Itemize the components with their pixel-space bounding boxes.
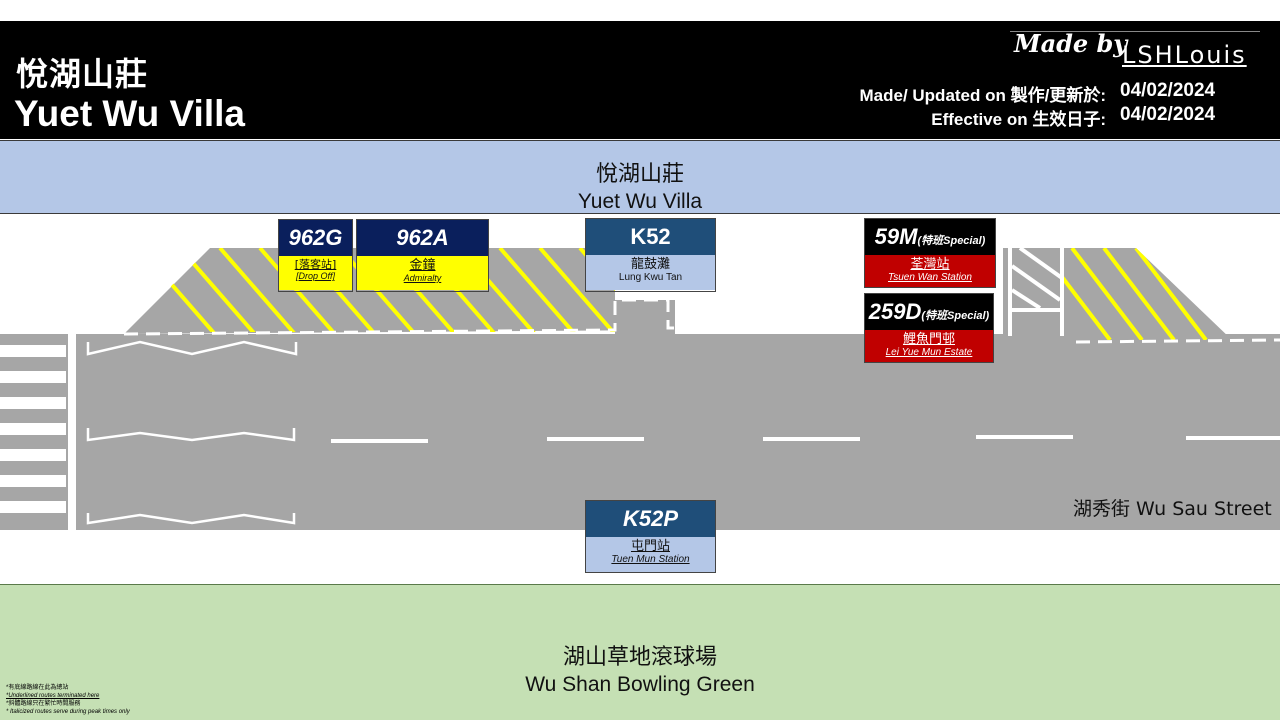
route-sign-k52p[interactable]: K52P 屯門站 Tuen Mun Station <box>585 500 716 573</box>
route-destination: [落客站] [Drop Off] <box>279 256 352 290</box>
route-number: K52 <box>586 219 715 255</box>
dest-en: Lung Kwu Tan <box>618 272 683 283</box>
green-name-en: Wu Shan Bowling Green <box>525 673 755 696</box>
dest-en: Admiralty <box>403 273 442 283</box>
legend-line: *斜體路線只在繁忙時間服務 <box>6 701 81 707</box>
route-sign-259d[interactable]: 259D(特班Special) 鯉魚門邨 Lei Yue Mun Estate <box>864 293 994 363</box>
villa-name-en: Yuet Wu Villa <box>577 190 703 213</box>
dest-en: Tuen Mun Station <box>611 554 690 565</box>
route-number: 59M(特班Special) <box>865 219 995 255</box>
white-box-marking <box>1008 246 1064 336</box>
bowling-green-zone: 湖山草地滾球場 Wu Shan Bowling Green <box>0 584 1280 720</box>
kerb-line <box>123 298 1280 344</box>
dest-zh: 龍鼓灘 <box>630 257 670 272</box>
green-name-zh: 湖山草地滾球場 <box>562 645 717 670</box>
lane-dashes <box>331 435 1280 443</box>
dest-en: [Drop Off] <box>295 271 335 281</box>
route-number: 962G <box>279 220 352 256</box>
legend-line: *Underlined routes terminated here <box>6 693 100 699</box>
route-sign-59m[interactable]: 59M(特班Special) 荃灣站 Tsuen Wan Station <box>864 218 996 288</box>
dest-en: Tsuen Wan Station <box>888 272 972 283</box>
stop-title-zh: 悅湖山莊 <box>16 55 149 93</box>
credit-made-by: Made by <box>1014 29 1128 58</box>
route-number: K52P <box>586 501 715 537</box>
effective-date: 04/02/2024 <box>1120 104 1216 125</box>
dest-zh: 荃灣站 <box>910 257 950 272</box>
dest-zh: [落客站] <box>294 258 337 271</box>
stop-title-en: Yuet Wu Villa <box>14 93 245 134</box>
zigzag-markings <box>86 340 298 525</box>
credit-author: LSHLouis <box>1122 41 1247 69</box>
route-code: 259D <box>868 299 922 324</box>
dest-zh: 鯉魚門邨 <box>902 332 955 347</box>
route-sign-962g[interactable]: 962G [落客站] [Drop Off] <box>278 219 353 292</box>
dest-zh: 屯門站 <box>630 539 670 554</box>
effective-label: Effective on 生效日子: <box>931 110 1106 129</box>
street-label: 湖秀街 Wu Sau Street <box>1073 498 1272 520</box>
dest-zh: 金鐘 <box>409 258 436 273</box>
route-sign-k52[interactable]: K52 龍鼓灘 Lung Kwu Tan <box>585 218 716 292</box>
legend: *有底線路線在此為總站 *Underlined routes terminate… <box>6 684 130 716</box>
legend-line: *有底線路線在此為總站 <box>6 685 69 691</box>
route-code: 59M <box>874 224 918 249</box>
villa-name-zh: 悅湖山莊 <box>595 162 684 187</box>
route-note: (特班Special) <box>921 310 990 322</box>
route-destination: 鯉魚門邨 Lei Yue Mun Estate <box>865 330 993 362</box>
route-sign-962a[interactable]: 962A 金鐘 Admiralty <box>356 219 489 292</box>
dest-en: Lei Yue Mun Estate <box>885 347 973 358</box>
legend-line: * Italicized routes serve during peak ti… <box>6 709 130 715</box>
carriageway <box>0 334 1280 530</box>
updated-label: Made/ Updated on 製作/更新於: <box>859 86 1107 105</box>
header-bar: 悅湖山莊 Yuet Wu Villa Made by LSHLouis Made… <box>0 21 1280 139</box>
route-destination: 屯門站 Tuen Mun Station <box>586 537 715 572</box>
route-number: 962A <box>357 220 488 256</box>
stop-line <box>68 334 76 530</box>
zebra-crossing <box>0 345 66 513</box>
route-destination: 龍鼓灘 Lung Kwu Tan <box>586 255 715 290</box>
credit-divider <box>1010 31 1260 32</box>
route-destination: 金鐘 Admiralty <box>357 256 488 290</box>
route-number: 259D(特班Special) <box>865 294 993 330</box>
route-note: (特班Special) <box>917 235 986 247</box>
villa-zone: 悅湖山莊 Yuet Wu Villa <box>0 140 1280 214</box>
updated-date: 04/02/2024 <box>1120 80 1216 101</box>
route-destination: 荃灣站 Tsuen Wan Station <box>865 255 995 287</box>
